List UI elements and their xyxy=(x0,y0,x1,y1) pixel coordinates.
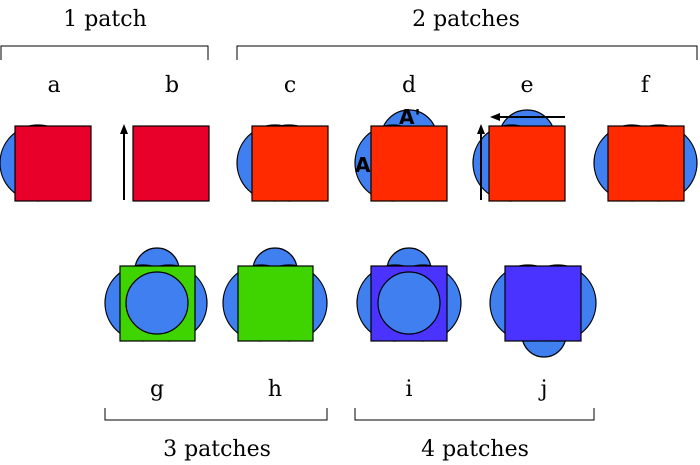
group-title-4-patches: 4 patches xyxy=(421,437,529,462)
patch-a xyxy=(0,124,92,202)
arrow-head xyxy=(120,124,128,134)
bracket-2-patches xyxy=(236,45,698,60)
arrow-up-head xyxy=(477,124,485,134)
group-title-3-patches: 3 patches xyxy=(163,437,271,462)
annotation-A-prime: A' xyxy=(399,105,421,129)
square xyxy=(607,125,685,202)
square xyxy=(132,125,210,202)
label-d: d xyxy=(402,73,416,98)
label-c: c xyxy=(284,73,296,98)
patch-e xyxy=(472,109,566,202)
label-h: h xyxy=(268,377,282,402)
patch-d: A' A xyxy=(354,105,448,202)
patch-i xyxy=(356,247,462,342)
disk-inner xyxy=(125,271,189,335)
label-j: j xyxy=(538,377,548,402)
disk-inner xyxy=(377,271,441,335)
square xyxy=(370,125,448,202)
patch-h xyxy=(222,247,328,342)
bracket-3-patches xyxy=(104,408,328,421)
bracket-4-patches xyxy=(354,408,595,421)
label-g: g xyxy=(150,377,164,402)
square xyxy=(251,125,329,202)
square xyxy=(488,125,566,202)
label-b: b xyxy=(165,73,179,98)
patch-j xyxy=(489,264,597,358)
square xyxy=(14,125,92,202)
label-f: f xyxy=(641,73,651,98)
group-title-1-patch: 1 patch xyxy=(63,7,147,32)
patch-f xyxy=(593,124,698,202)
label-a: a xyxy=(47,73,60,98)
bracket-1-patch xyxy=(0,45,209,60)
patch-g xyxy=(104,247,208,342)
square xyxy=(237,265,314,342)
label-e: e xyxy=(520,73,533,98)
arrow-left-head xyxy=(490,113,500,121)
group-title-2-patches: 2 patches xyxy=(412,7,520,32)
patch-b xyxy=(120,124,210,202)
label-i: i xyxy=(405,377,412,402)
annotation-A: A xyxy=(355,153,371,177)
patch-c xyxy=(236,124,329,202)
square xyxy=(504,265,582,342)
